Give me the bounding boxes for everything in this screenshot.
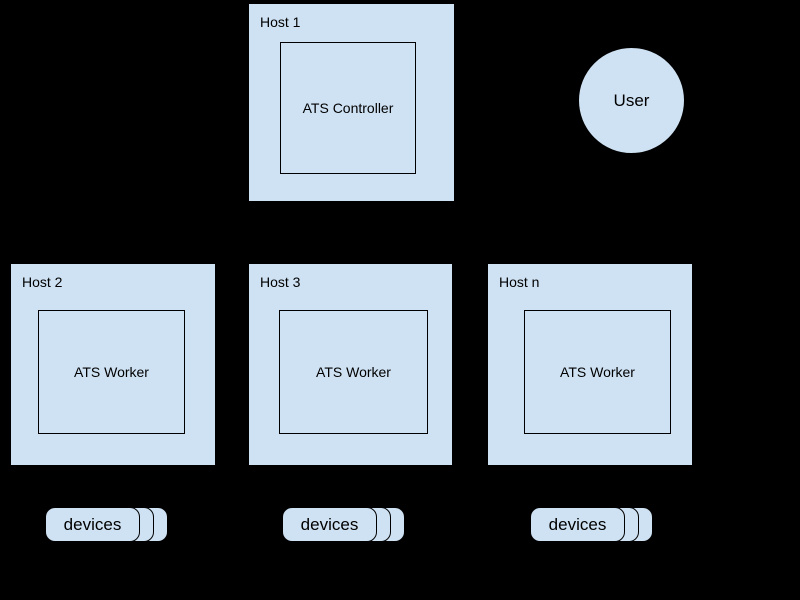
host3-box: Host 3 ATS Worker — [248, 263, 453, 466]
ats-worker-label-2: ATS Worker — [316, 364, 391, 380]
device-card-front: devices — [45, 507, 140, 542]
hostn-label: Host n — [499, 274, 540, 290]
user-node: User — [578, 47, 685, 154]
ats-worker-box-2: ATS Worker — [279, 310, 428, 434]
ats-controller-box: ATS Controller — [280, 42, 416, 174]
device-card-front: devices — [530, 507, 625, 542]
host3-label: Host 3 — [260, 274, 301, 290]
host1-box: Host 1 ATS Controller — [248, 3, 455, 202]
device-stack-2: devices — [282, 507, 406, 544]
hostn-box: Host n ATS Worker — [487, 263, 693, 466]
devices-label-1: devices — [63, 514, 122, 534]
devices-label-3: devices — [548, 514, 607, 534]
host1-label: Host 1 — [260, 14, 301, 30]
device-stack-1: devices — [45, 507, 169, 544]
host2-box: Host 2 ATS Worker — [10, 263, 216, 466]
user-label: User — [613, 90, 650, 110]
ats-worker-box-n: ATS Worker — [524, 310, 671, 434]
device-stack-3: devices — [530, 507, 654, 544]
ats-worker-label-n: ATS Worker — [560, 364, 635, 380]
devices-label-2: devices — [300, 514, 359, 534]
ats-controller-label: ATS Controller — [302, 100, 394, 116]
ats-worker-box-1: ATS Worker — [38, 310, 185, 434]
ats-worker-label-1: ATS Worker — [74, 364, 149, 380]
device-card-front: devices — [282, 507, 377, 542]
host2-label: Host 2 — [22, 274, 63, 290]
